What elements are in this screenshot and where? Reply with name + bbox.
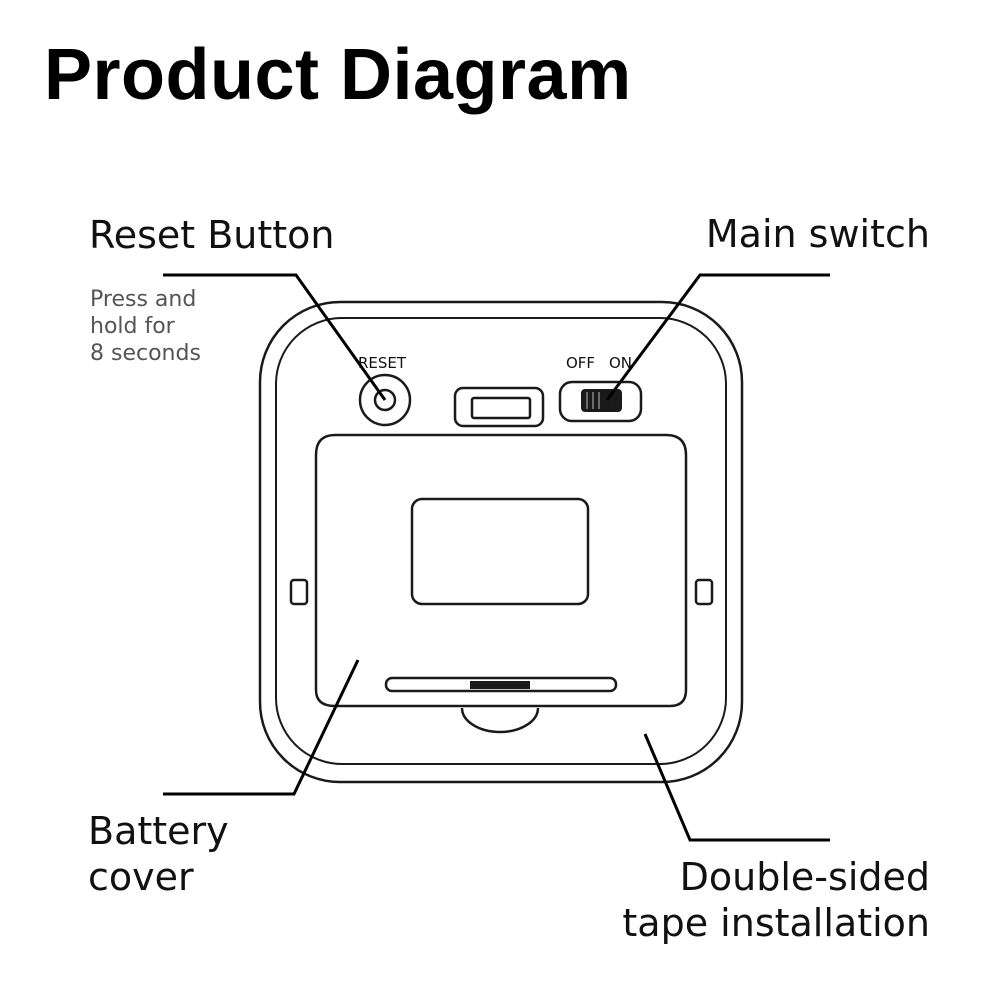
switch-off-text: OFF bbox=[566, 354, 595, 372]
reset-button-label: Reset Button bbox=[89, 213, 335, 257]
tape-label-line-1: Double-sided bbox=[679, 855, 930, 899]
switch-on-text: ON bbox=[609, 354, 632, 372]
tape-label-line-2: tape installation bbox=[622, 901, 930, 945]
reset-note-line-3: 8 seconds bbox=[90, 341, 201, 366]
reset-button-outer bbox=[358, 373, 412, 427]
center-slot-outer bbox=[453, 386, 545, 428]
battery-cover-leader-line bbox=[163, 659, 360, 796]
battery-cover-line-2: cover bbox=[88, 855, 194, 899]
battery-cover-outline bbox=[314, 433, 688, 708]
bottom-notch bbox=[460, 707, 540, 734]
left-clip bbox=[289, 578, 309, 606]
switch-grip-lines bbox=[586, 392, 600, 409]
page-title: Product Diagram bbox=[44, 35, 632, 115]
device-outer-shell bbox=[258, 300, 744, 784]
cover-slot-latch bbox=[470, 681, 530, 689]
reset-note-line-2: hold for bbox=[90, 314, 175, 339]
battery-window bbox=[410, 497, 590, 606]
switch-housing bbox=[558, 380, 643, 423]
reset-leader-line bbox=[163, 273, 387, 401]
right-clip bbox=[694, 578, 714, 606]
reset-printed-text: RESET bbox=[358, 354, 407, 372]
cover-slot bbox=[384, 676, 618, 693]
reset-note-line-1: Press and bbox=[90, 287, 197, 312]
center-slot-inner bbox=[470, 396, 532, 420]
battery-cover-line-1: Battery bbox=[88, 809, 229, 853]
tape-leader-line bbox=[643, 733, 830, 842]
battery-cover-label: Battery cover bbox=[88, 808, 229, 900]
device-inner-rim bbox=[275, 317, 727, 765]
main-switch-leader-line bbox=[605, 273, 830, 401]
reset-button-inner bbox=[373, 388, 397, 412]
reset-instructions: Press and hold for 8 seconds bbox=[90, 286, 201, 367]
tape-installation-label: Double-sided tape installation bbox=[622, 854, 930, 946]
main-switch-label: Main switch bbox=[705, 212, 930, 256]
